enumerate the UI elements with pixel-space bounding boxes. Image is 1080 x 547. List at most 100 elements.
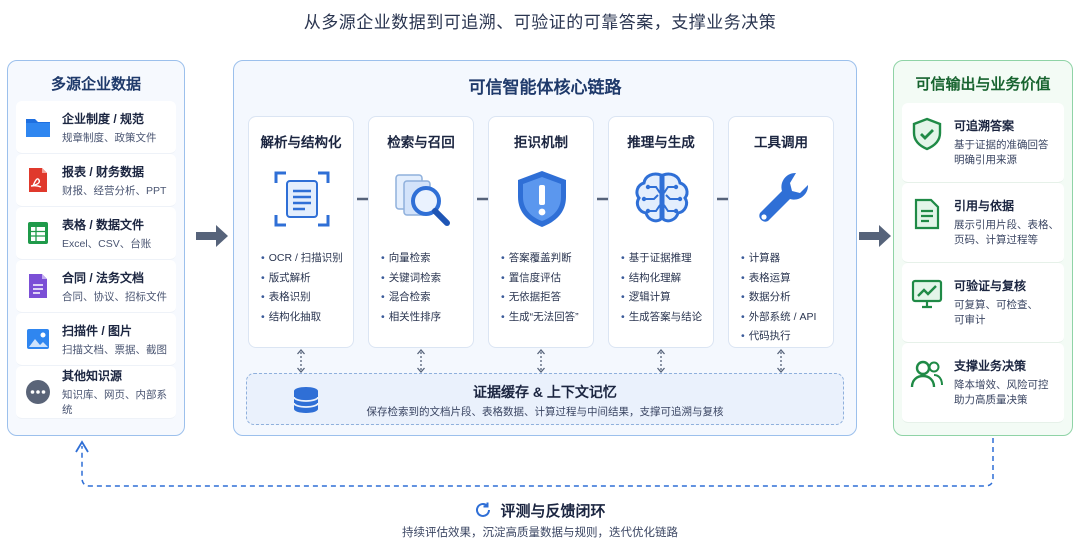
stage-item: 表格识别 [261,288,343,308]
stage-item: 向量检索 [381,249,441,269]
memory-desc: 保存检索到的文档片段、表格数据、计算过程与中间结果，支撑可追溯与复核 [366,406,724,418]
stage-item: OCR / 扫描识别 [261,249,343,269]
stage-title: 工具调用 [754,135,808,150]
source-item-contracts: 合同 / 法务文档 合同、协议、招标文件 [16,260,176,313]
stage-tools: 工具调用 计算器 表格运算 数据分析 外部系统 / API 代码执行 [728,116,834,348]
source-item-policies: 企业制度 / 规范 规章制度、政策文件 [16,101,176,154]
source-title: 企业制度 / 规范 [62,111,145,126]
value-desc: 展示引用片段、表格、 页码、计算过程等 [954,218,1059,248]
stage-item: 混合检索 [381,288,441,308]
stage-item: 答案覆盖判断 [501,249,579,269]
more-icon [26,380,50,404]
source-title: 扫描件 / 图片 [62,323,133,338]
source-item-reports: 报表 / 财务数据 财报、经营分析、PPT [16,154,176,207]
value-desc-line: 展示引用片段、表格、 [954,219,1059,231]
page-title: 从多源企业数据到可追溯、可验证的可靠答案，支撑业务决策 [303,13,777,32]
memory-connector-icon [297,349,305,373]
source-item-spreadsheets: 表格 / 数据文件 Excel、CSV、台账 [16,207,176,260]
stage-rejection: 拒识机制 答案覆盖判断 置信度评估 无依据拒答 生成“无法回答” [488,116,594,348]
stage-title: 推理与生成 [627,135,695,150]
core-pipeline-title: 可信智能体核心链路 [468,78,622,97]
stage-item: 版式解析 [261,269,343,289]
source-desc: 规章制度、政策文件 [62,131,157,144]
shield-check-icon [912,117,942,151]
value-title: 引用与依据 [954,199,1015,213]
stage-parsing: 解析与结构化 OCR / 扫描识别 版式解析 表格识别 结构化抽取 [248,116,354,348]
value-desc-line: 可审计 [954,314,986,326]
memory-connector-icon [777,349,785,373]
brain-icon [635,172,689,223]
source-desc: 知识库、网页、内部系统 [62,389,167,416]
source-list: 企业制度 / 规范 规章制度、政策文件 报表 / 财务数据 财报、经营分析、PP… [16,101,176,419]
stage-title: 解析与结构化 [260,135,342,150]
value-desc-line: 降本增效、风险可控 [954,379,1049,391]
value-list: 可追溯答案 基于证据的准确回答 明确引用来源 引用与依据 展示引用片段、表格、 … [902,103,1064,423]
source-item-other: 其他知识源 知识库、网页、内部系统 [16,366,176,419]
value-item-decision: 支撑业务决策 降本增效、风险可控 助力高质量决策 [902,343,1064,423]
memory-connector-icon [417,349,425,373]
value-desc: 基于证据的准确回答 明确引用来源 [954,138,1049,168]
value-desc: 降本增效、风险可控 助力高质量决策 [954,378,1049,408]
memory-title: 证据缓存 & 上下文记忆 [473,384,617,400]
chart-monitor-icon [911,279,943,309]
stage-item: 表格运算 [741,269,816,289]
value-title: 可验证与复核 [954,279,1027,293]
value-item-traceable: 可追溯答案 基于证据的准确回答 明确引用来源 [902,103,1064,183]
citation-document-icon [914,198,940,230]
value-desc: 可复算、可检查、 可审计 [954,298,1038,328]
stage-item: 关键词检索 [381,269,442,289]
stage-title: 拒识机制 [514,135,568,150]
value-desc-line: 页码、计算过程等 [954,234,1038,246]
feedback-loop-path [75,438,994,487]
value-desc-line: 助力高质量决策 [954,394,1028,406]
stage-item: 生成答案与结论 [621,308,703,328]
stage-item: 基于证据推理 [621,249,702,269]
stage-item: 结构化抽取 [261,308,343,328]
memory-connector-icon [537,349,545,373]
core-pipeline-panel: 可信智能体核心链路 解析与结构化 OCR / 扫描识别 版式解析 表格识别 结构… [233,60,857,436]
stage-item: 生成“无法回答” [501,308,579,328]
stage-title: 检索与召回 [387,135,455,150]
stage-item: 计算器 [741,249,816,269]
value-desc-line: 基于证据的准确回答 [954,139,1049,151]
feedback-title-row: 评测与反馈闭环 [0,500,1080,521]
memory-connector-icon [657,349,665,373]
source-title: 报表 / 财务数据 [62,164,145,179]
source-desc: 合同、协议、招标文件 [62,290,167,303]
value-desc-line: 可复算、可检查、 [954,299,1038,311]
pdf-icon [29,168,47,192]
source-desc: Excel、CSV、台账 [62,237,152,250]
value-title: 可追溯答案 [954,119,1015,133]
source-desc: 财报、经营分析、PPT [62,184,167,197]
output-value-panel: 可信输出与业务价值 可追溯答案 基于证据的准确回答 明确引用来源 引用与依据 [893,60,1073,436]
source-item-scans: 扫描件 / 图片 扫描文档、票据、截图 [16,313,176,366]
stage-item: 数据分析 [741,288,816,308]
document-scan-icon [274,171,330,227]
stage-item: 置信度评估 [501,269,579,289]
stage-item: 外部系统 / API [741,308,817,328]
value-item-citation: 引用与依据 展示引用片段、表格、 页码、计算过程等 [902,183,1064,263]
source-title: 其他知识源 [62,369,123,383]
feedback-desc: 持续评估效果，沉淀高质量数据与规则，迭代优化链路 [402,527,678,539]
stage-retrieval: 检索与召回 向量检索 关键词检索 混合检索 相关性排序 [368,116,474,348]
document-icon [29,274,47,298]
database-icon [293,387,319,413]
stage-item: 代码执行 [741,327,816,347]
source-desc: 扫描文档、票据、截图 [62,343,167,356]
shield-alert-icon [518,171,566,227]
feedback-title: 评测与反馈闭环 [500,503,606,520]
stage-item: 逻辑计算 [621,288,702,308]
value-title: 支撑业务决策 [954,359,1027,373]
folder-icon [26,119,50,137]
users-icon [910,360,943,388]
wrench-icon [759,172,809,222]
data-sources-title: 多源企业数据 [50,76,141,93]
stage-reasoning: 推理与生成 基于证据推理 结构化理解 逻辑计算 生成答案与结论 [608,116,714,348]
flow-arrow-right-icon [196,225,228,247]
value-desc-line: 明确引用来源 [954,154,1017,166]
image-icon [27,329,49,349]
spreadsheet-icon [28,222,48,244]
flow-arrow-right-icon [859,225,891,247]
source-title: 合同 / 法务文档 [62,270,145,285]
search-documents-icon [395,174,450,226]
